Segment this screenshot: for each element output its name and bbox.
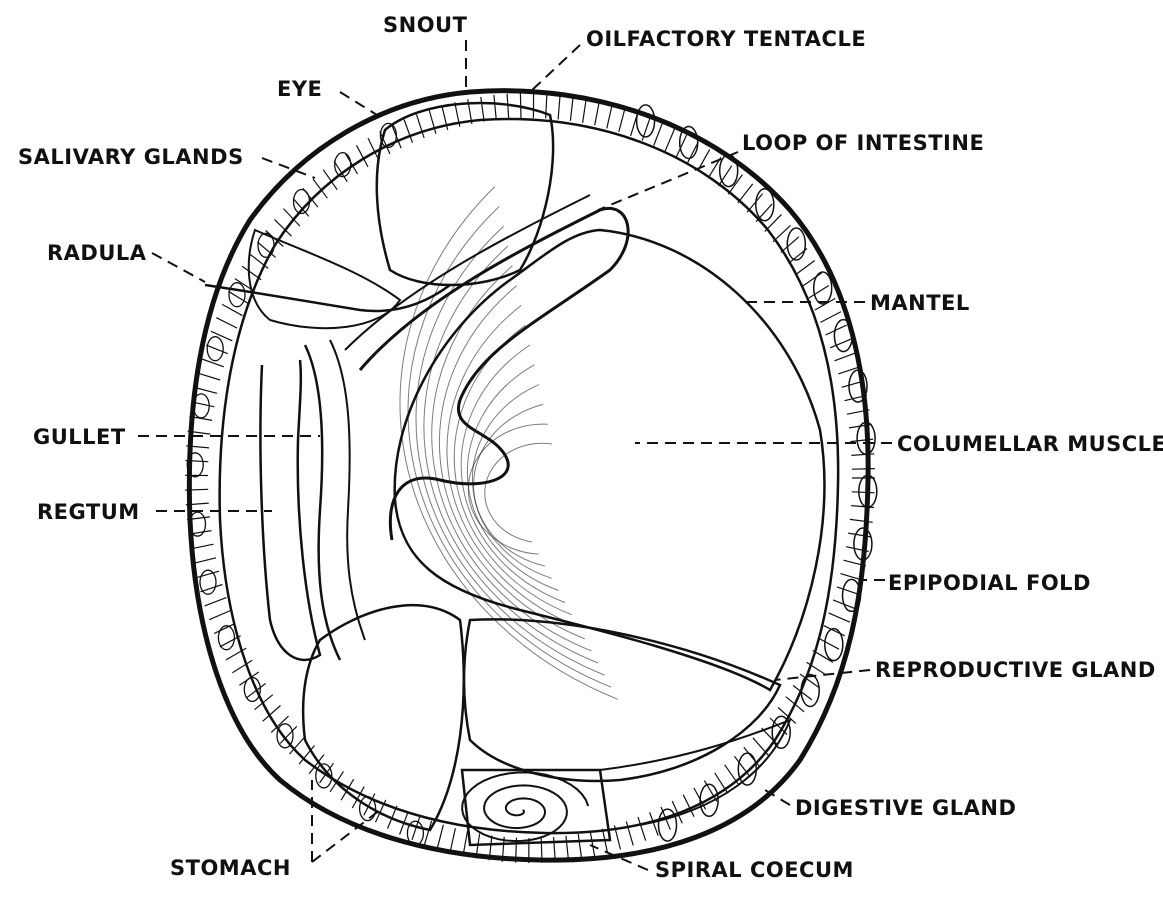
label-salivary-glands: SALIVARY GLANDS	[18, 145, 244, 169]
digestive-gland-shape	[599, 718, 792, 826]
leader-stomach	[311, 780, 381, 863]
leader-salivary-glands	[261, 157, 316, 179]
columellar-muscle-lines	[399, 186, 618, 700]
label-snout: SNOUT	[383, 13, 468, 37]
spiral-coecum-shape	[460, 768, 612, 847]
labels: SNOUT OILFACTORY TENTACLE EYE SALIVARY G…	[18, 13, 1163, 882]
label-epipodial-fold: EPIPODIAL FOLD	[888, 571, 1091, 595]
intestine-loop-inner	[344, 194, 591, 351]
gullet-tube-inner	[329, 339, 366, 641]
label-radula: RADULA	[47, 241, 147, 265]
specimen-illustration	[184, 88, 878, 864]
head-region	[375, 101, 555, 287]
intestine-loop	[358, 206, 630, 541]
gullet-tube	[303, 344, 342, 661]
label-rectum: REGTUM	[37, 500, 140, 524]
mantle-inner-outline	[218, 117, 840, 835]
label-stomach: STOMACH	[170, 856, 291, 880]
salivary-gland-shape	[247, 228, 402, 330]
label-columellar-muscle: COLUMELLAR MUSCLE	[897, 432, 1163, 456]
leader-loop-of-intestine	[597, 151, 739, 211]
label-loop-of-intestine: LOOP OF INTESTINE	[742, 131, 984, 155]
leader-digestive-gland	[764, 789, 791, 806]
label-mantel: MANTEL	[870, 291, 970, 315]
leader-lines	[138, 40, 892, 871]
leader-olfactory-tentacle	[529, 44, 581, 93]
leader-reproductive-gland	[774, 669, 871, 681]
stomach-shape	[301, 604, 465, 832]
leader-radula	[151, 252, 206, 283]
label-reproductive-gland: REPRODUCTIVE GLAND	[875, 658, 1156, 682]
reproductive-gland-shape	[462, 618, 782, 783]
radula-organ	[204, 283, 451, 313]
label-olfactory-tentacle: OILFACTORY TENTACLE	[586, 27, 866, 51]
label-spiral-coecum: SPIRAL COECUM	[655, 858, 854, 882]
mantle-hatching	[184, 92, 875, 864]
mantle-outline	[186, 88, 871, 863]
leader-eye	[339, 91, 386, 121]
leader-spiral-coecum	[589, 844, 649, 871]
label-gullet: GULLET	[33, 425, 126, 449]
label-eye: EYE	[277, 77, 322, 101]
rectum-tube	[259, 359, 322, 662]
label-digestive-gland: DIGESTIVE GLAND	[795, 796, 1016, 820]
